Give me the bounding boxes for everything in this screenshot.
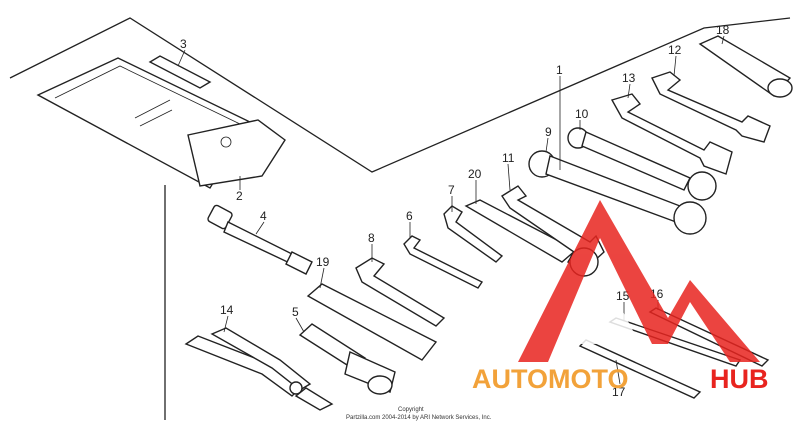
callout-20: 20	[468, 167, 482, 181]
watermark-logo	[518, 200, 760, 362]
plug-wrench	[298, 323, 396, 395]
callout-15: 15	[616, 289, 630, 303]
callout-1: 1	[556, 63, 563, 77]
callout-13: 13	[622, 71, 636, 85]
callout-6: 6	[406, 209, 413, 223]
callout-8: 8	[368, 231, 375, 245]
callout-18: 18	[716, 23, 730, 37]
flat-bar-19	[306, 283, 438, 361]
wrench-9	[528, 150, 707, 235]
callout-19: 19	[316, 255, 330, 269]
handle-18	[698, 35, 793, 98]
callout-2: 2	[236, 189, 243, 203]
triangle-logo-icon	[518, 200, 760, 362]
hex-key-7	[443, 205, 504, 263]
copyright-line1: Copyright	[398, 407, 424, 413]
tool-bag	[36, 57, 286, 189]
callout-9: 9	[545, 125, 552, 139]
tag-plate	[148, 55, 212, 89]
callout-7: 7	[448, 183, 455, 197]
callout-3: 3	[180, 37, 187, 51]
callout-14: 14	[220, 303, 234, 317]
pliers	[184, 327, 334, 411]
callout-10: 10	[575, 107, 589, 121]
callout-11: 11	[502, 151, 515, 165]
callout-12: 12	[668, 43, 682, 57]
copyright-line2: Partzilla.com 2004-2014 by ARI Network S…	[346, 415, 492, 421]
watermark-automoto: AUTOMOTO	[472, 364, 629, 394]
watermark-hub: HUB	[710, 364, 769, 394]
wrench-13	[610, 93, 733, 175]
callout-4: 4	[260, 209, 267, 223]
wrench-12	[651, 71, 771, 143]
kit-outline	[9, 17, 791, 173]
callout-5: 5	[292, 305, 299, 319]
hex-key-6	[403, 235, 484, 289]
hex-key-8	[355, 257, 446, 327]
callout-17: 17	[612, 385, 626, 399]
socket-extension	[207, 204, 313, 275]
leader-lines	[177, 35, 725, 385]
wrench-10	[567, 127, 717, 201]
